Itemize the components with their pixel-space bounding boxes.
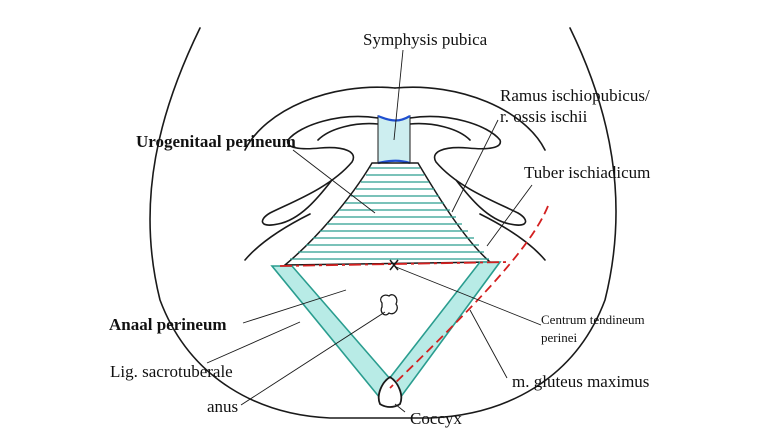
leader-lig (206, 321, 301, 364)
leader-anus (240, 311, 386, 406)
leader-anaal (242, 289, 347, 324)
label-centrum-line2: perinei (541, 330, 578, 345)
label-urogenitaal-perineum: Urogenitaal perineum (136, 132, 296, 151)
leader-centrum (395, 266, 542, 326)
label-tuber-ischiadicum: Tuber ischiadicum (524, 163, 651, 182)
left-ligament (270, 265, 400, 400)
label-symphysis-pubica: Symphysis pubica (363, 30, 488, 49)
left-ischial-contour (244, 213, 311, 261)
outer-pelvis-curve (149, 27, 617, 419)
label-anaal-perineum: Anaal perineum (109, 315, 227, 334)
right-upper-arc (394, 86, 546, 151)
gluteus-line (389, 205, 549, 389)
leader-urogenitaal (292, 149, 376, 214)
label-anus: anus (207, 397, 239, 416)
right-ischiopubic-ramus (409, 115, 527, 226)
label-lig-sacrotuberale: Lig. sacrotuberale (110, 362, 233, 381)
right-ramus-inner (409, 122, 471, 141)
leader-ramus (451, 119, 499, 213)
label-ramus-line1: Ramus ischiopubicus/ (500, 86, 650, 105)
pelvic-outline (149, 27, 617, 419)
left-ramus-inner (317, 122, 379, 141)
coccyx-shape (377, 375, 403, 408)
urogenital-triangle (282, 162, 492, 266)
label-coccyx: Coccyx (410, 409, 462, 428)
leader-coccyx (394, 403, 406, 413)
anus-shape (380, 294, 398, 316)
leader-symphysis (393, 49, 404, 141)
label-gluteus-maximus: m. gluteus maximus (512, 372, 650, 391)
left-ischiopubic-ramus (261, 115, 379, 226)
leader-tuber (486, 184, 533, 247)
label-ramus-line2: r. ossis ischii (500, 107, 588, 126)
sacrotuberous-ligaments (270, 261, 502, 400)
right-ischial-contour (479, 213, 546, 261)
leader-gluteus (469, 309, 508, 379)
left-upper-arc (244, 86, 396, 151)
urogenital-hatching (290, 167, 489, 260)
leader-lines (206, 49, 542, 413)
centrum-tendineum-marker (389, 259, 399, 271)
label-centrum-line1: Centrum tendineum (541, 312, 645, 327)
